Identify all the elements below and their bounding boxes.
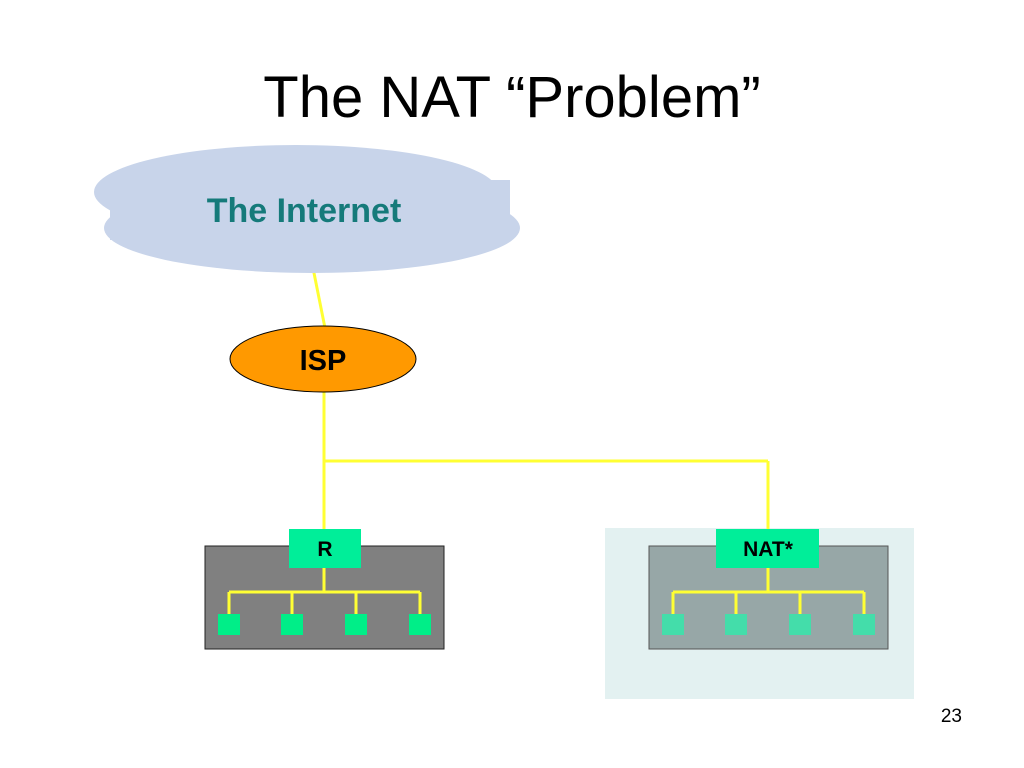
right-network: NAT* [648,529,889,650]
host-node [853,614,875,635]
host-node [218,614,240,635]
internet-cloud: The Internet [94,145,520,273]
isp-label: ISP [300,345,347,377]
host-node [662,614,684,635]
router-r [289,529,361,568]
router-nat-label: NAT* [743,538,794,561]
host-node [725,614,747,635]
page-number: 23 [940,706,962,727]
host-node [789,614,811,635]
host-node [281,614,303,635]
isp-uplinks [322,392,770,530]
isp-node: ISP [229,325,417,393]
router-nat [716,529,819,568]
host-node [345,614,367,635]
internet-label: The Internet [207,192,402,230]
left-network: R [204,529,445,650]
link-internet-isp [311,267,327,329]
slide-title: The NAT “Problem” [263,65,761,130]
host-node [409,614,431,635]
router-r-label: R [317,538,332,561]
